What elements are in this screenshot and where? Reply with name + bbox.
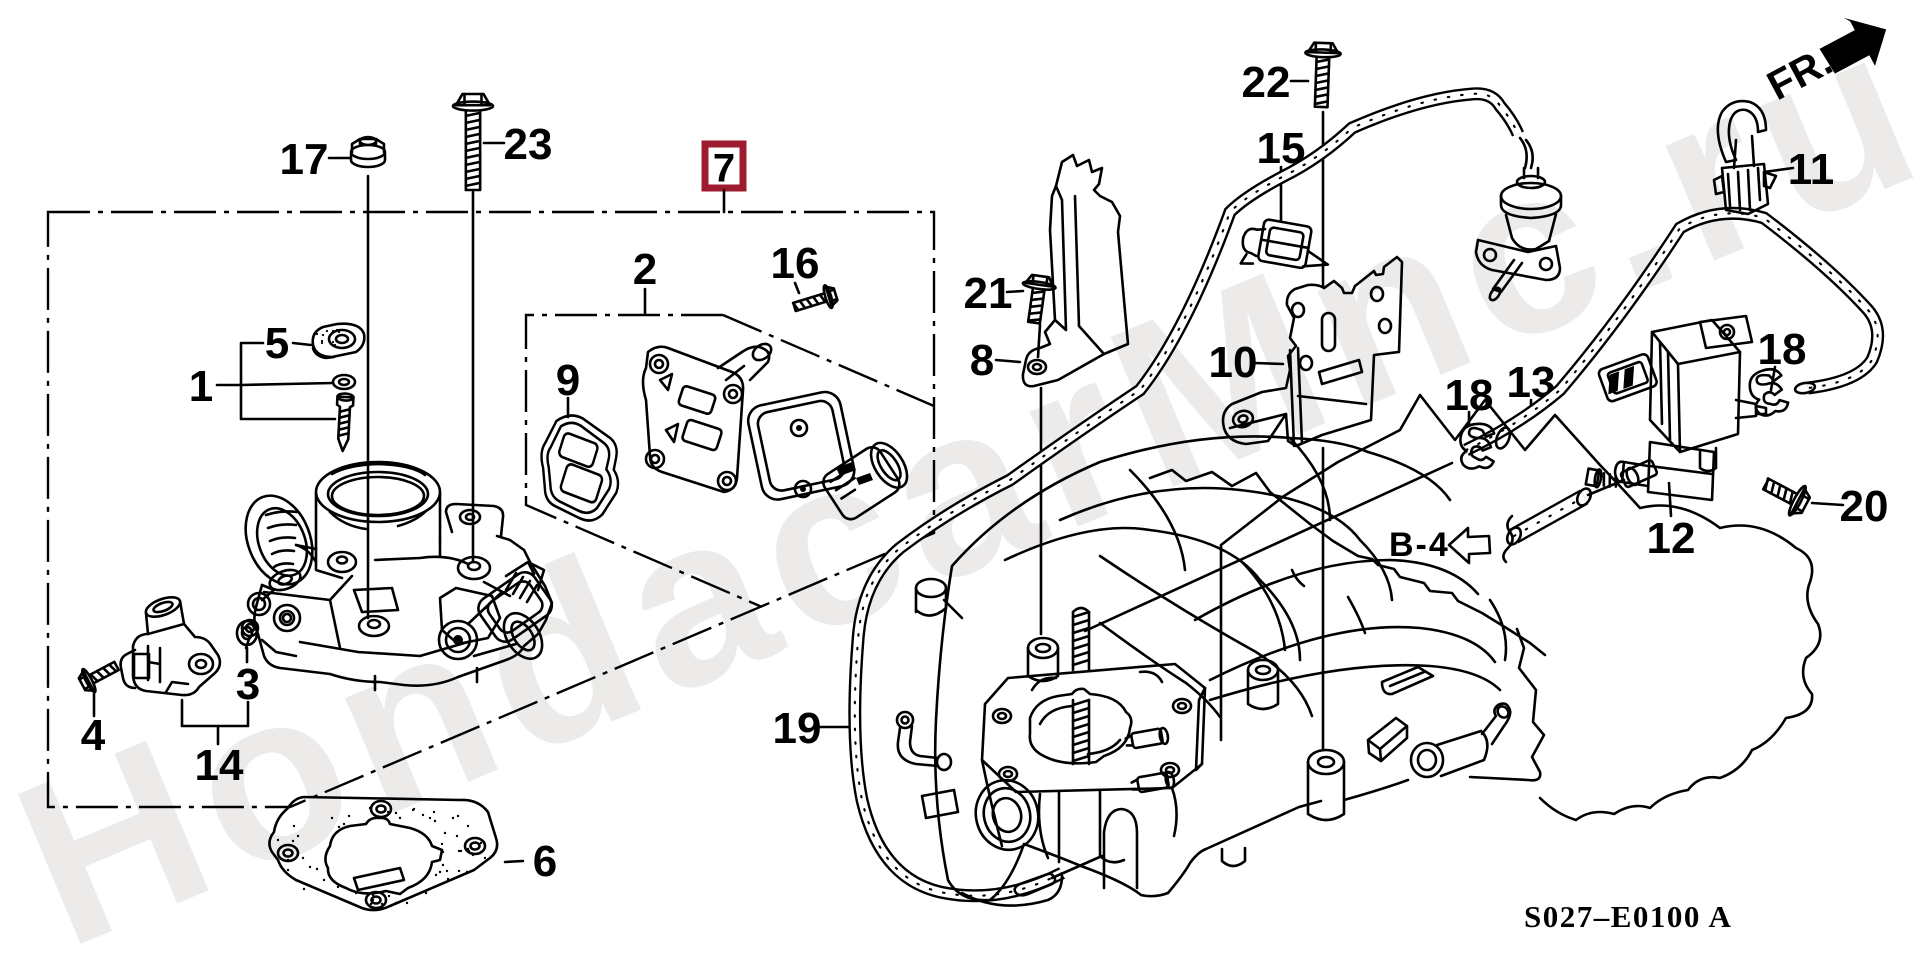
svg-text:14: 14 [195,741,244,790]
svg-text:B-4: B-4 [1389,526,1450,564]
svg-text:16: 16 [771,239,820,288]
svg-text:23: 23 [504,120,553,169]
svg-text:12: 12 [1647,514,1696,563]
svg-text:4: 4 [81,711,106,760]
svg-text:9: 9 [556,356,580,405]
svg-text:20: 20 [1840,482,1889,531]
svg-text:18: 18 [1758,325,1807,374]
svg-text:S027–E0100 A: S027–E0100 A [1524,899,1732,934]
svg-text:7: 7 [713,146,735,190]
svg-text:22: 22 [1242,58,1291,107]
svg-text:2: 2 [633,245,657,294]
svg-text:8: 8 [970,336,994,385]
svg-text:5: 5 [265,319,289,368]
svg-text:10: 10 [1209,338,1258,387]
svg-text:11: 11 [1788,145,1835,194]
svg-text:17: 17 [280,135,329,184]
svg-text:1: 1 [189,362,213,411]
svg-text:6: 6 [533,837,557,886]
svg-text:19: 19 [773,704,822,753]
svg-text:21: 21 [964,269,1013,318]
svg-text:3: 3 [236,660,260,709]
